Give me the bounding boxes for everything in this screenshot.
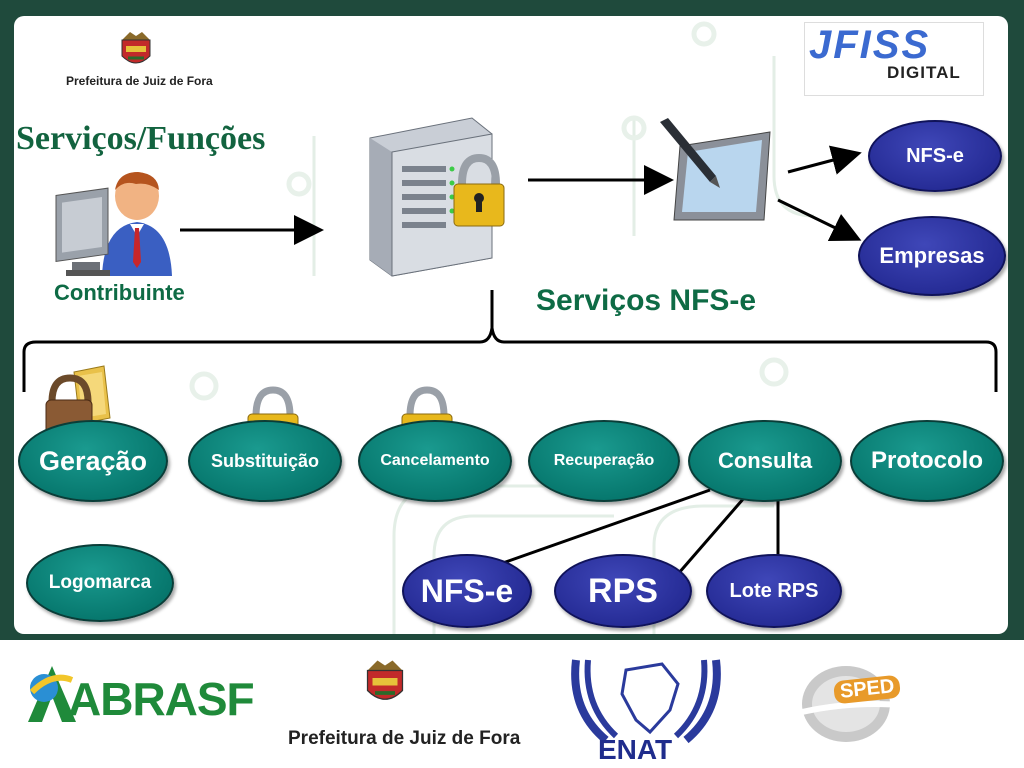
consulta-rps-ellipse: RPS: [554, 554, 692, 628]
prefeitura-label-footer: Prefeitura de Juiz de Fora: [288, 728, 521, 749]
contribuinte-user-icon: [52, 166, 182, 286]
service-geracao-ellipse: Geração: [18, 420, 168, 502]
sped-logo: SPED: [796, 660, 916, 744]
prefeitura-label-top: Prefeitura de Juiz de Fora: [66, 74, 213, 88]
abrasf-emblem-icon: [28, 666, 76, 722]
contribuinte-label: Contribuinte: [54, 280, 185, 305]
output-nfse-ellipse: NFS-e: [868, 120, 1002, 192]
enat-text: ENAT: [598, 734, 673, 765]
consulta-nfse-ellipse: NFS-e: [402, 554, 532, 628]
service-recuperacao-ellipse: Recuperação: [528, 420, 680, 502]
server-lock-icon: [362, 108, 522, 278]
background-circuit: [189, 21, 815, 634]
jfiss-logo: JFISS DIGITAL: [804, 22, 984, 96]
jfiss-logo-text: JFISS: [809, 23, 931, 67]
prefeitura-crest-icon: [116, 28, 156, 72]
servicos-nfse-label: Serviços NFS-e: [536, 284, 757, 317]
jfiss-logo-sub: DIGITAL: [887, 63, 961, 82]
slide-panel: Prefeitura de Juiz de Fora JFISS DIGITAL…: [14, 16, 1008, 634]
abrasf-logo: ABRASF: [22, 658, 255, 738]
service-protocolo-ellipse: Protocolo: [850, 420, 1004, 502]
abrasf-text: ABRASF: [68, 673, 255, 725]
flow-arrows: [22, 145, 998, 575]
service-logomarca-ellipse: Logomarca: [26, 544, 174, 622]
diagram-title: Serviços/Funções: [16, 120, 266, 157]
service-cancelamento-ellipse: Cancelamento: [358, 420, 512, 502]
enat-brazil-map-icon: [571, 659, 721, 744]
enat-logo: ENAT: [566, 650, 726, 768]
service-consulta-ellipse: Consulta: [688, 420, 842, 502]
service-substituicao-ellipse: Substituição: [188, 420, 342, 502]
output-empresas-ellipse: Empresas: [858, 216, 1006, 296]
prefeitura-crest-footer-icon: [360, 654, 410, 712]
tablet-pen-icon: [654, 116, 774, 226]
consulta-lote-rps-ellipse: Lote RPS: [706, 554, 842, 628]
